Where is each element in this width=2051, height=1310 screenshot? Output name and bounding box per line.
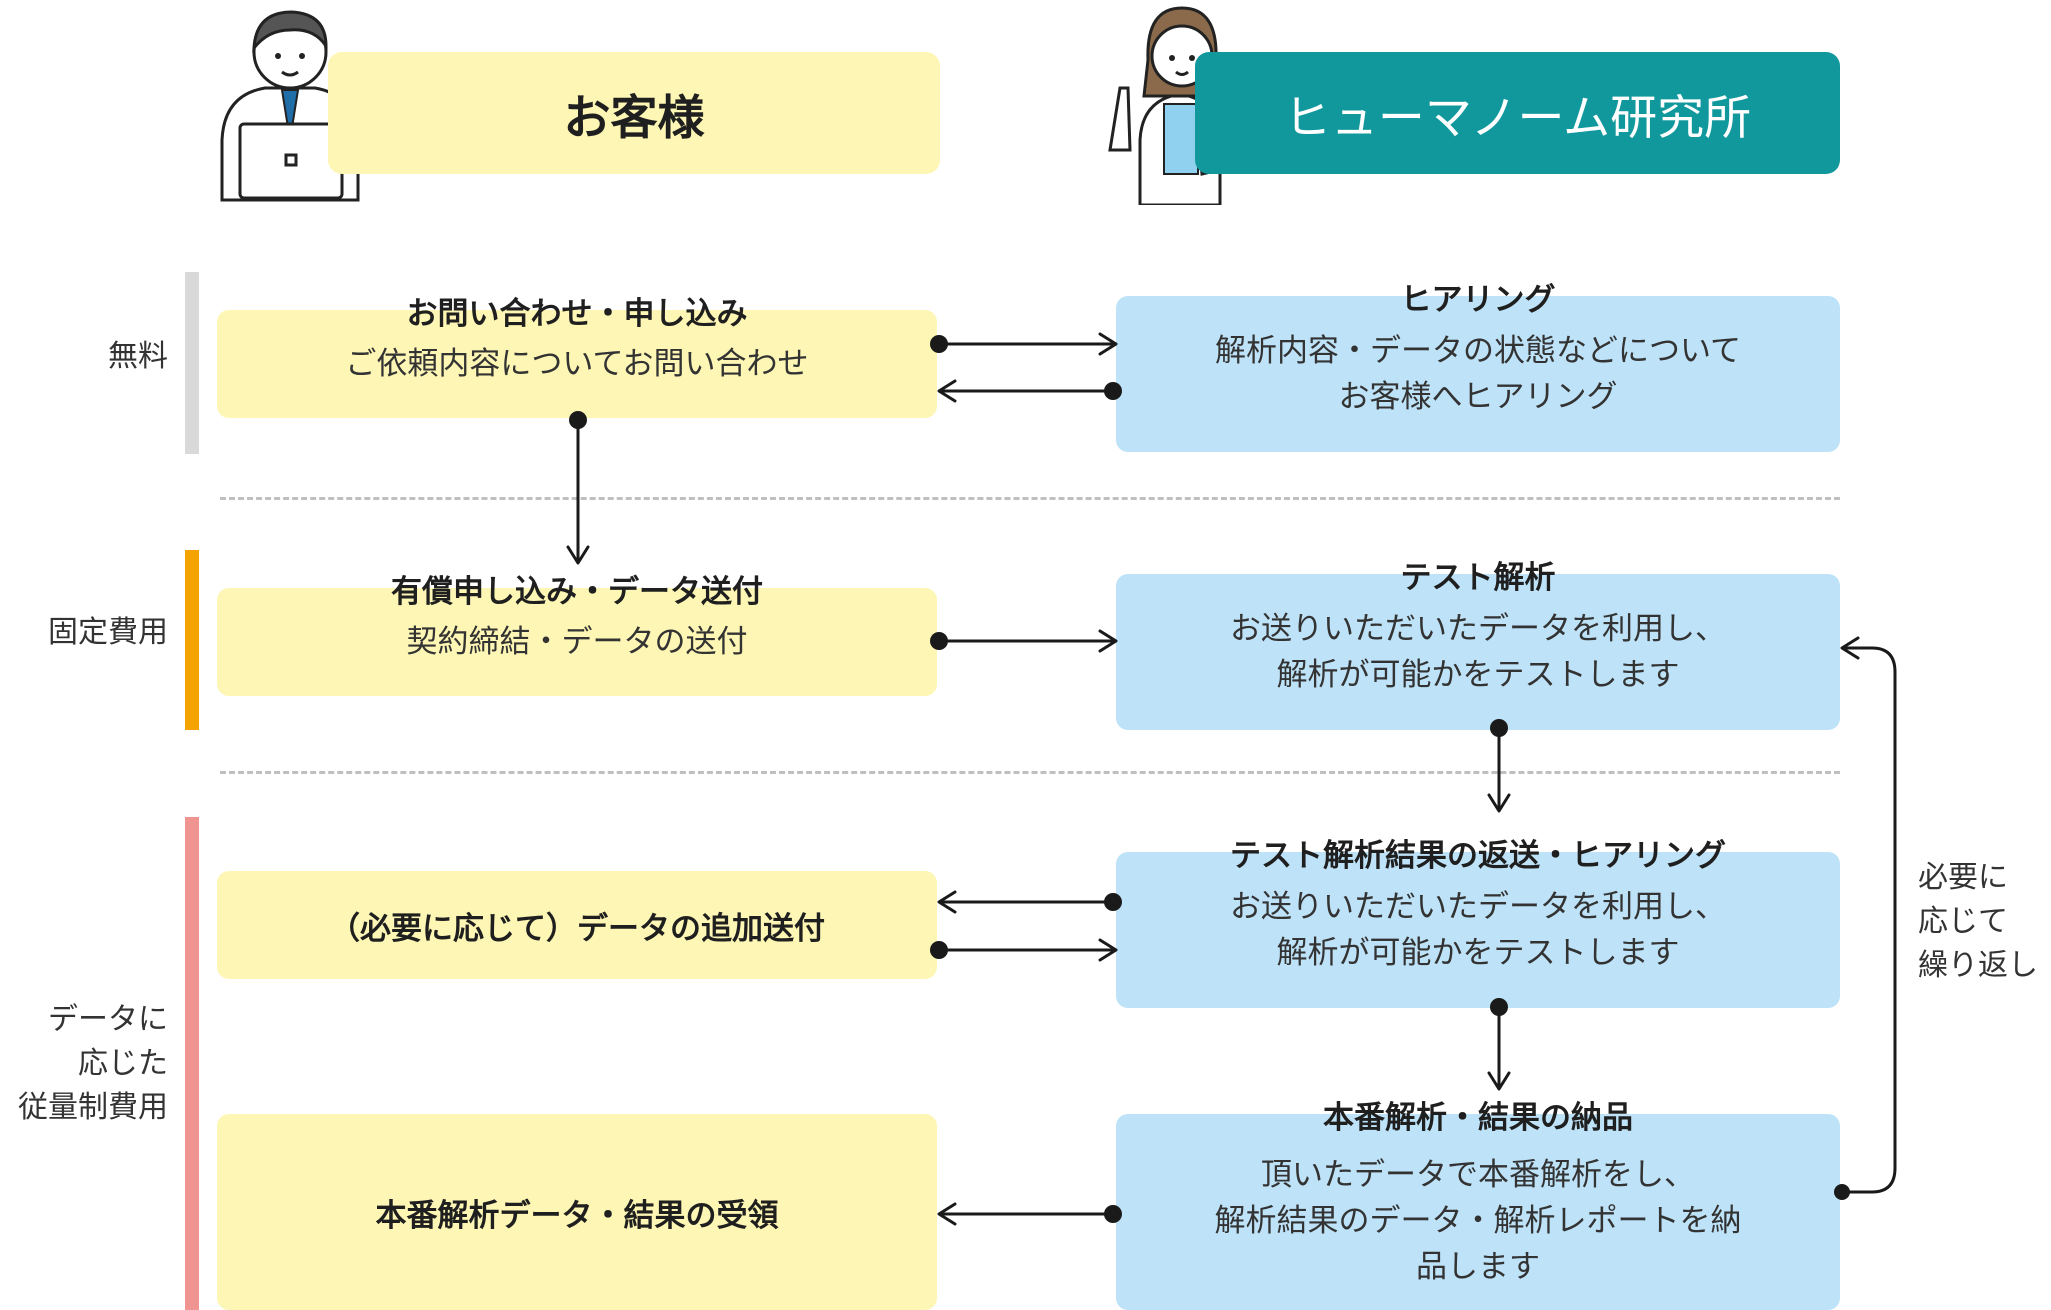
arrow-paid-to-test bbox=[938, 629, 1118, 653]
customer-header-label: お客様 bbox=[563, 90, 705, 146]
lab-step-production-line: 頂いたデータで本番解析をし、 bbox=[1261, 1157, 1695, 1193]
phase-divider bbox=[220, 497, 1840, 500]
arrow-start-dot bbox=[569, 411, 587, 429]
phase-label-fixed: 固定費用 bbox=[48, 615, 168, 650]
arrow-start-dot bbox=[1834, 1184, 1850, 1200]
lab-step-hearing-line: 解析内容・データの状態などについて bbox=[1214, 333, 1742, 369]
arrow-production-to-receipt bbox=[937, 1202, 1114, 1226]
lab-header: ヒューマノーム研究所 bbox=[1195, 52, 1840, 174]
arrow-start-dot bbox=[1104, 1205, 1122, 1223]
arrow-start-dot bbox=[1104, 382, 1122, 400]
arrow-additional-to-return bbox=[938, 938, 1118, 962]
arrow-test-to-return bbox=[1487, 726, 1511, 813]
customer-step-inquiry-body: ご依頼内容についてお問い合わせ bbox=[345, 346, 809, 382]
lab-step-hearing-line: お客様へヒアリング bbox=[1338, 379, 1618, 415]
lab-step-return-line: 解析が可能かをテストします bbox=[1276, 935, 1680, 971]
customer-step-inquiry-title: お問い合わせ・申し込み bbox=[406, 296, 748, 332]
arrow-start-dot bbox=[1490, 998, 1508, 1016]
phase-bar-usage bbox=[185, 817, 199, 1310]
lab-step-test-line: 解析が可能かをテストします bbox=[1276, 657, 1680, 693]
customer-step-receipt: 本番解析データ・結果の受領 bbox=[217, 1114, 937, 1310]
arrow-return-to-production bbox=[1487, 1005, 1511, 1091]
arrow-inquiry-to-paid bbox=[566, 418, 590, 565]
lab-step-production: 本番解析・結果の納品 頂いたデータで本番解析をし、 解析結果のデータ・解析レポー… bbox=[1116, 1100, 1840, 1310]
lab-header-label: ヒューマノーム研究所 bbox=[1283, 90, 1752, 146]
lab-step-test: テスト解析 お送りいただいたデータを利用し、 解析が可能かをテストします bbox=[1116, 560, 1840, 730]
lab-step-hearing-title: ヒアリング bbox=[1400, 282, 1556, 318]
arrow-return-to-additional bbox=[937, 890, 1114, 914]
phase-label-usage: データに 応じた 従量制費用 bbox=[18, 1002, 168, 1125]
customer-step-receipt-text: 本番解析データ・結果の受領 bbox=[375, 1197, 779, 1234]
phase-label-free: 無料 bbox=[108, 339, 168, 374]
arrow-hearing-to-inquiry bbox=[937, 379, 1114, 403]
lab-step-test-line: お送りいただいたデータを利用し、 bbox=[1230, 611, 1726, 647]
lab-step-hearing: ヒアリング 解析内容・データの状態などについて お客様へヒアリング bbox=[1116, 282, 1840, 452]
arrow-loop-repeat bbox=[1840, 636, 1897, 1194]
arrow-start-dot bbox=[930, 632, 948, 650]
customer-step-additional-text: （必要に応じて）データの追加送付 bbox=[329, 910, 825, 947]
customer-step-paid-body: 契約締結・データの送付 bbox=[406, 624, 748, 660]
customer-step-paid-title: 有償申し込み・データ送付 bbox=[391, 574, 763, 610]
lab-step-return-title: テスト解析結果の返送・ヒアリング bbox=[1230, 838, 1726, 874]
lab-step-production-line: 品します bbox=[1416, 1249, 1540, 1285]
lab-step-test-title: テスト解析 bbox=[1400, 560, 1556, 596]
customer-step-inquiry: お問い合わせ・申し込み ご依頼内容についてお問い合わせ bbox=[217, 296, 937, 418]
phase-bar-fixed bbox=[185, 550, 199, 730]
customer-illustration bbox=[210, 0, 370, 205]
lab-step-return-line: お送りいただいたデータを利用し、 bbox=[1230, 889, 1726, 925]
lab-step-production-title: 本番解析・結果の納品 bbox=[1323, 1100, 1633, 1136]
arrow-start-dot bbox=[1104, 893, 1122, 911]
customer-header: お客様 bbox=[328, 52, 940, 174]
arrow-start-dot bbox=[930, 335, 948, 353]
arrow-inquiry-to-hearing bbox=[938, 332, 1118, 356]
phase-divider bbox=[220, 771, 1840, 774]
loop-label: 必要に 応じて 繰り返し bbox=[1918, 860, 2038, 983]
customer-step-paid: 有償申し込み・データ送付 契約締結・データの送付 bbox=[217, 574, 937, 696]
arrow-start-dot bbox=[930, 941, 948, 959]
lab-step-production-line: 解析結果のデータ・解析レポートを納 bbox=[1214, 1203, 1742, 1239]
lab-step-return: テスト解析結果の返送・ヒアリング お送りいただいたデータを利用し、 解析が可能か… bbox=[1116, 838, 1840, 1008]
arrow-start-dot bbox=[1490, 719, 1508, 737]
phase-bar-free bbox=[185, 272, 199, 454]
customer-step-additional: （必要に応じて）データの追加送付 bbox=[217, 871, 937, 979]
